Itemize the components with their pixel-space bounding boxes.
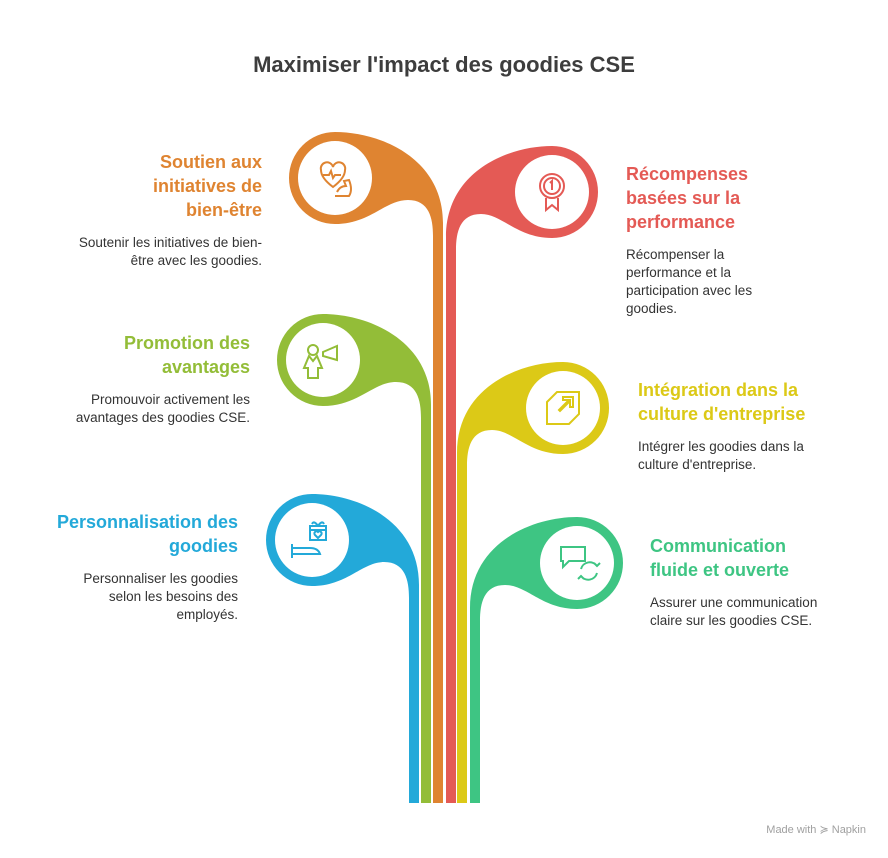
icon-circle: [286, 323, 360, 397]
item-title: Communication fluide et ouverte: [650, 536, 790, 580]
item-desc: Intégrer les goodies dans la culture d'e…: [638, 439, 804, 472]
item-title: Intégration dans la culture d'entreprise: [638, 380, 806, 424]
branch-2: [446, 146, 598, 803]
icon-circle: [540, 526, 614, 600]
item-personalisation: Personnalisation des goodies Personnalis…: [48, 510, 238, 624]
item-promotion: Promotion des avantages Promouvoir activ…: [60, 331, 250, 427]
item-title: Récompenses basées sur la performance: [626, 164, 749, 232]
icon-circle: [298, 141, 372, 215]
item-desc: Récompenser la performance et la partici…: [626, 247, 753, 316]
growth-arrow-icon: [546, 391, 580, 425]
icon-circle: [515, 155, 589, 229]
item-desc: Personnaliser les goodies selon les beso…: [83, 571, 238, 622]
award-medal-icon: [539, 173, 565, 213]
item-desc: Soutenir les initiatives de bien-être av…: [78, 235, 262, 268]
item-desc: Assurer une communication claire sur les…: [650, 595, 818, 628]
item-wellbeing: Soutien aux initiatives de bien-être Sou…: [72, 150, 262, 270]
page-title: Maximiser l'impact des goodies CSE: [253, 52, 635, 77]
chat-refresh-icon: [560, 546, 601, 581]
item-title: Promotion des avantages: [123, 333, 250, 377]
item-desc: Promouvoir activement les avantages des …: [75, 392, 250, 425]
megaphone-person-icon: [302, 344, 338, 379]
heart-muscle-icon: [319, 161, 352, 197]
item-title: Soutien aux initiatives de bien-être: [152, 152, 262, 220]
branch-1: [289, 132, 443, 803]
item-culture: Intégration dans la culture d'entreprise…: [638, 378, 828, 474]
item-rewards: Récompenses basées sur la performance Ré…: [626, 162, 786, 318]
item-title: Personnalisation des goodies: [56, 512, 238, 556]
napkin-credit: Made with ≽ Napkin: [766, 824, 866, 836]
item-communication: Communication fluide et ouverte Assurer …: [650, 534, 845, 630]
gift-hand-icon: [291, 521, 327, 558]
